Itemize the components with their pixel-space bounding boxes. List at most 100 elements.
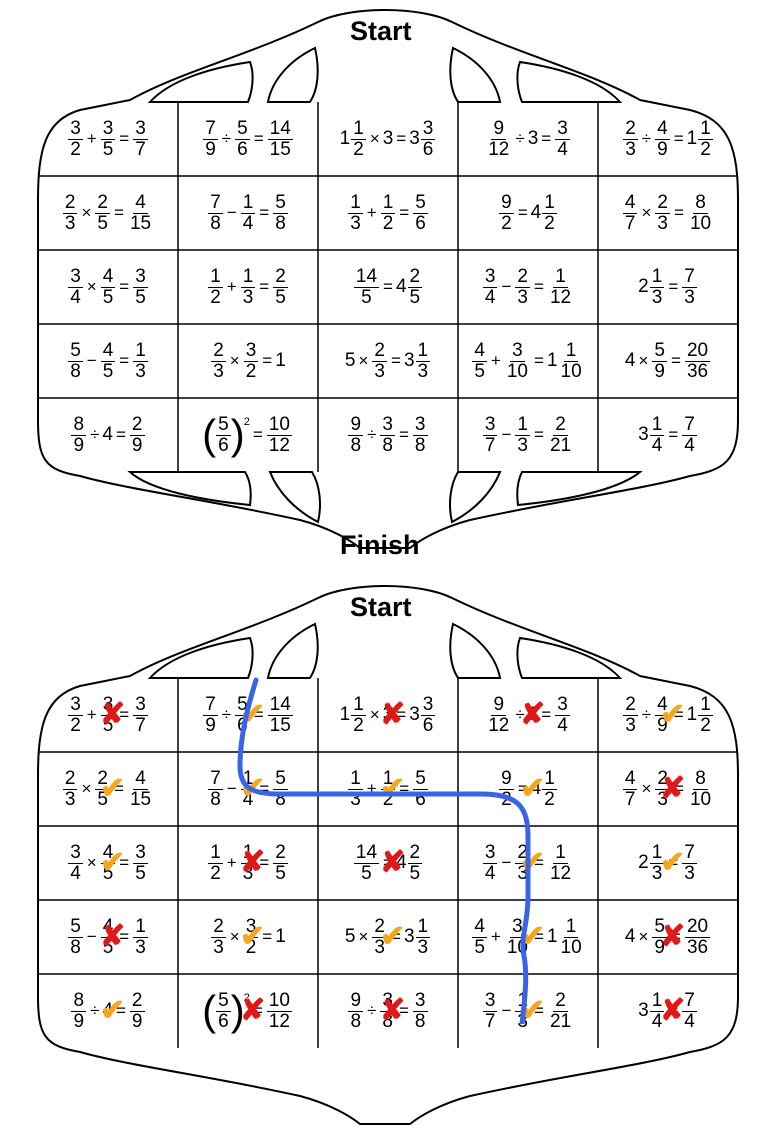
- denominator: 5: [135, 862, 146, 884]
- denominator: 4: [484, 286, 496, 308]
- denominator: 5: [474, 936, 485, 958]
- denominator: 4: [557, 138, 568, 160]
- numerator: 9: [499, 767, 514, 790]
- numerator: 20: [684, 339, 711, 362]
- numerator: 5: [273, 191, 288, 214]
- operator: −: [86, 351, 97, 370]
- operator: =: [671, 927, 681, 946]
- denominator: 5: [361, 862, 372, 884]
- numerator: 14: [267, 693, 293, 716]
- operator: =: [534, 425, 544, 444]
- denominator: 7: [135, 714, 146, 736]
- denominator: 4: [484, 862, 496, 884]
- operator: −: [501, 1001, 512, 1020]
- numerator: 4: [622, 191, 638, 214]
- denominator: 7: [484, 1010, 496, 1032]
- numerator: 1: [698, 117, 713, 140]
- operator: ÷: [367, 425, 377, 444]
- wrong-mark-icon: ✘: [660, 920, 686, 953]
- exponent: 2: [243, 416, 250, 428]
- numerator: 4: [100, 915, 116, 938]
- numerator: 1: [208, 841, 223, 864]
- numerator: 5: [413, 191, 428, 214]
- numerator: 7: [682, 841, 697, 864]
- numerator: 1: [542, 191, 557, 214]
- denominator: 3: [651, 286, 663, 308]
- numerator: 1: [133, 339, 148, 362]
- operator: +: [226, 853, 237, 872]
- whole-part: 1: [686, 128, 698, 149]
- wrong-mark-icon: ✘: [240, 994, 266, 1027]
- denominator: 2: [353, 714, 364, 736]
- wrong-mark-icon: ✘: [660, 772, 686, 805]
- operator: −: [226, 203, 237, 222]
- operator: −: [501, 277, 512, 296]
- numerator: 3: [100, 117, 116, 140]
- numerator: 3: [133, 841, 148, 864]
- denominator: 6: [422, 138, 434, 160]
- denominator: 9: [205, 714, 216, 736]
- operator: ×: [369, 705, 380, 724]
- numerator: 4: [472, 915, 487, 938]
- operator: +: [86, 129, 97, 148]
- operator: ÷: [641, 705, 652, 724]
- whole-part: 1: [339, 128, 351, 149]
- denominator: 3: [684, 862, 695, 884]
- denominator: 4: [684, 1010, 695, 1032]
- operator: =: [396, 129, 407, 148]
- operator: =: [674, 779, 684, 798]
- numerator: 5: [273, 767, 288, 790]
- operator: ×: [86, 853, 97, 872]
- numerator: 5: [652, 915, 667, 938]
- numerator: 9: [348, 413, 364, 436]
- denominator: 9: [131, 434, 143, 456]
- denominator: 5: [409, 286, 421, 308]
- operator: ÷: [221, 129, 232, 148]
- wrong-mark-icon: ✘: [380, 994, 406, 1027]
- check-mark-icon: ✔: [380, 772, 406, 805]
- operator: ÷: [90, 425, 100, 444]
- numerator: 9: [348, 989, 364, 1012]
- denominator: 4: [242, 212, 254, 234]
- whole-part: 3: [638, 1000, 649, 1021]
- whole-part: 4: [395, 276, 407, 297]
- denominator: 8: [210, 788, 221, 810]
- denominator: 21: [549, 434, 572, 456]
- numerator: 3: [68, 265, 83, 288]
- check-mark-icon: ✔: [520, 920, 546, 953]
